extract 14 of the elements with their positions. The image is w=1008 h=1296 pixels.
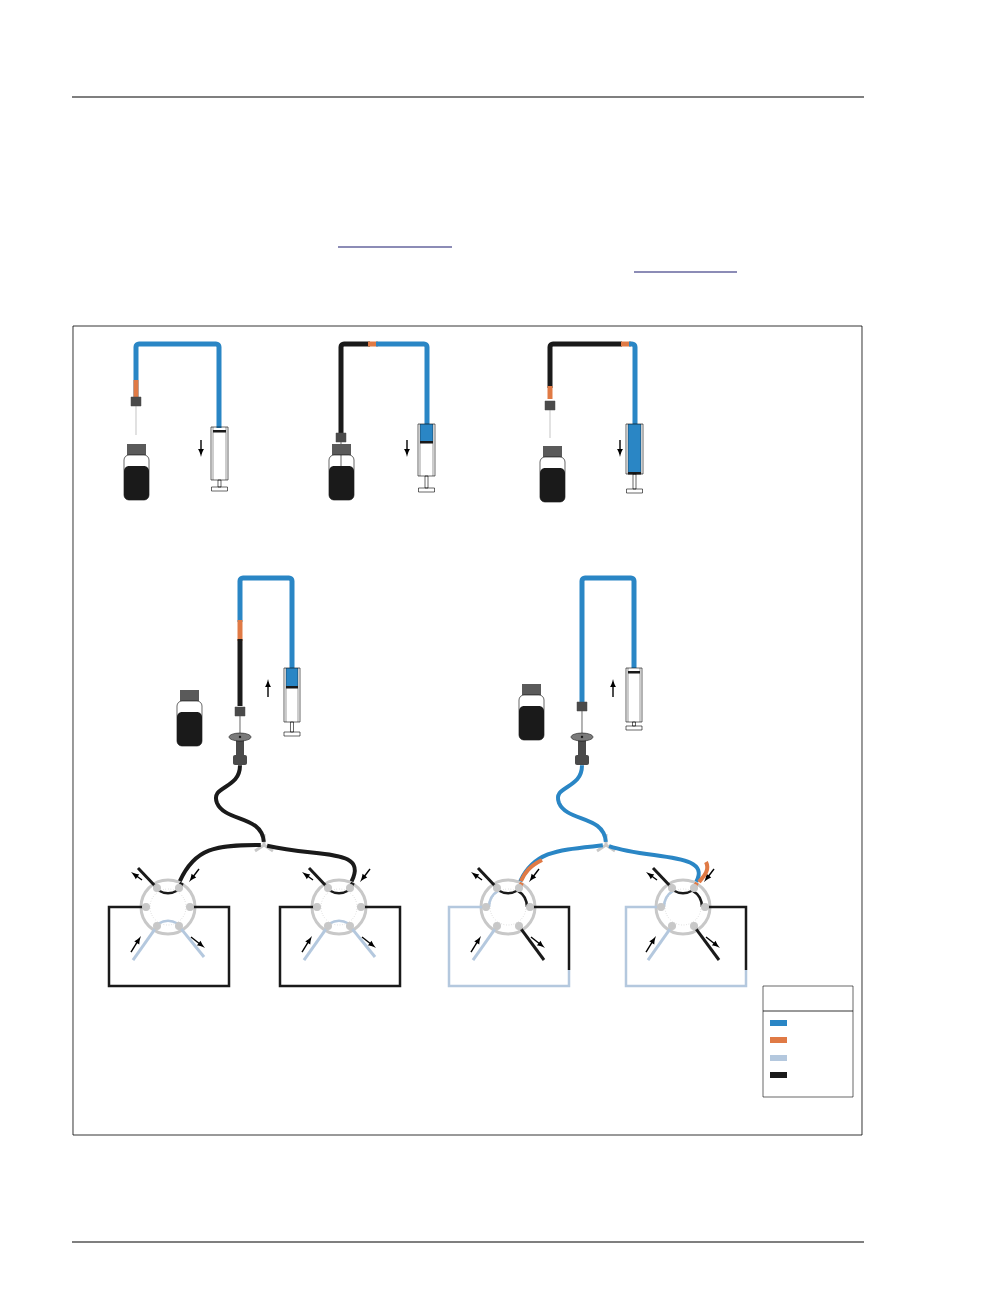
tube: [518, 843, 604, 883]
adapter-drawing: [570, 732, 594, 765]
tube: [556, 765, 608, 843]
valve-drawing: [278, 866, 402, 988]
tube: [214, 765, 266, 843]
tube: [178, 843, 261, 882]
tube: [266, 843, 357, 883]
valve-drawing: [447, 866, 571, 988]
y-connector: [253, 832, 275, 853]
y-connector: [595, 832, 617, 853]
valve-drawing: [107, 866, 231, 988]
adapter-drawing: [228, 732, 252, 765]
valve-drawing: [624, 866, 748, 988]
tube: [608, 844, 710, 884]
